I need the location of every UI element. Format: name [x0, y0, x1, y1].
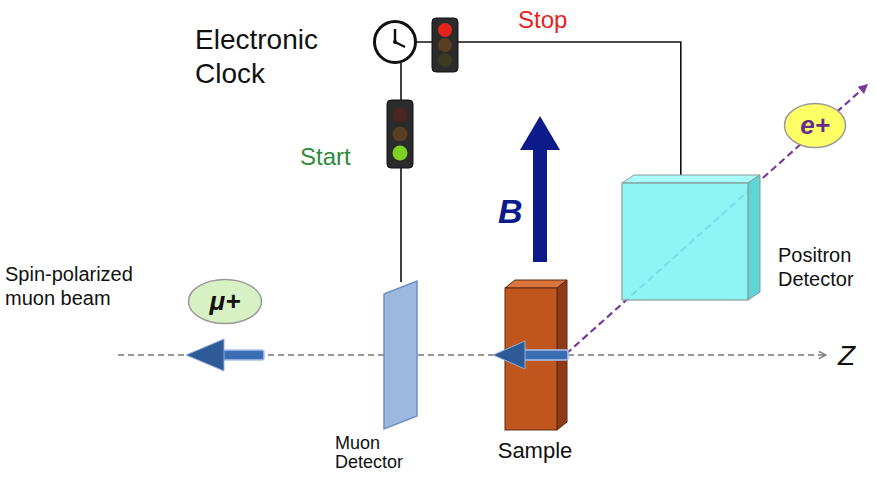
clock-pivot [393, 40, 397, 44]
clock-face [375, 22, 416, 63]
badge-text: μ+ [187, 278, 263, 325]
muon-detector: Muon Detector [383, 280, 419, 430]
badge-text: e+ [783, 102, 847, 149]
node-label: Electronic Clock [195, 23, 345, 91]
detector-plate [384, 281, 417, 429]
stop-label: Stop [518, 6, 567, 34]
signal-wire [400, 62, 402, 282]
start-light [387, 100, 413, 168]
positron-track [566, 84, 868, 354]
node-shape [505, 280, 567, 430]
node-shape [383, 280, 419, 430]
clock-node: Electronic Clock [373, 20, 417, 64]
node-label: Positron Detector [778, 243, 870, 291]
node-shape [373, 20, 417, 64]
node-label: Sample [485, 438, 585, 464]
detector-front [622, 183, 748, 300]
node-shape [622, 175, 762, 300]
axis-label: Z [838, 340, 855, 372]
detector-side [748, 175, 760, 300]
start-label: Start [300, 143, 351, 171]
positron-badge: e+ [783, 102, 847, 149]
sample-block: Sample [505, 280, 567, 430]
muon-spin-arrow [186, 339, 264, 371]
beam-label: Spin-polarized muon beam [5, 262, 155, 310]
magnetic-field-arrow [520, 116, 560, 262]
positron-detector: Positron Detector [622, 175, 762, 300]
node-label: Muon Detector [335, 434, 435, 472]
detector-top [622, 175, 760, 183]
muon-spin-shaft [520, 350, 568, 360]
stop-light [432, 18, 458, 72]
field-label: B [498, 192, 523, 231]
muon-badge: μ+ [187, 278, 263, 325]
muon-spin-cone [493, 341, 525, 369]
